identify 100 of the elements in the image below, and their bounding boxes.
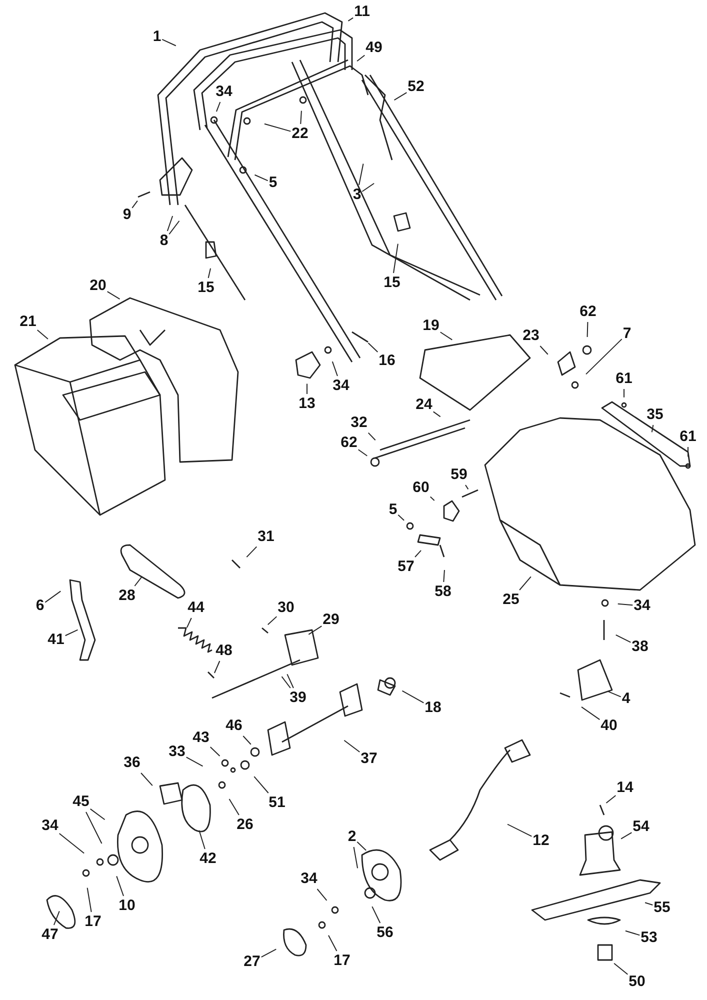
leader-line (372, 906, 381, 924)
leader-line (254, 174, 268, 182)
leader-line (368, 432, 376, 441)
callout-number: 58 (434, 583, 452, 601)
callout-number: 16 (378, 352, 396, 370)
callout-number: 51 (268, 794, 286, 812)
leader-line (393, 243, 398, 274)
leader-line (36, 329, 48, 340)
leader-line (286, 674, 294, 688)
callout-number: 34 (332, 377, 350, 395)
leader-line (356, 841, 367, 851)
callout-number: 40 (600, 717, 618, 735)
leader-line (581, 706, 600, 720)
callout-number: 42 (200, 850, 216, 868)
callout-number: 56 (376, 924, 394, 942)
callout-number: 34 (634, 597, 650, 615)
callout-number: 20 (90, 277, 106, 295)
callout-number: 45 (72, 793, 90, 811)
leader-line (267, 616, 278, 626)
callout-number: 15 (198, 279, 214, 297)
callout-number: 29 (322, 611, 340, 629)
leader-line (614, 962, 628, 975)
leader-line (586, 338, 622, 375)
leader-line (620, 832, 632, 840)
leader-line (281, 676, 291, 688)
leader-line (186, 618, 192, 628)
callout-number: 62 (580, 303, 596, 321)
callout-number: 47 (42, 926, 58, 944)
leader-line (106, 291, 120, 300)
leader-line (260, 948, 277, 958)
leader-line (306, 383, 308, 394)
leader-line (44, 590, 62, 603)
leader-line (162, 38, 176, 46)
leader-line (507, 824, 532, 837)
leader-line (464, 484, 469, 490)
callout-number: 6 (36, 597, 44, 615)
leader-line (316, 888, 328, 901)
callout-number: 5 (388, 501, 398, 519)
callout-number: 4 (622, 690, 630, 708)
callout-number: 17 (334, 952, 350, 970)
leader-line (519, 576, 532, 590)
callout-number: 59 (450, 466, 468, 484)
leader-line (116, 876, 124, 896)
leader-line (53, 910, 60, 926)
callout-number: 39 (290, 689, 306, 707)
leader-line (86, 812, 102, 844)
callout-number: 3 (352, 186, 362, 204)
callout-number: 61 (616, 370, 632, 388)
callout-number: 23 (522, 327, 540, 345)
leader-line (90, 808, 106, 820)
callout-number: 41 (48, 631, 64, 649)
callout-number: 57 (398, 558, 414, 576)
leader-line (246, 546, 258, 558)
callout-number: 53 (640, 929, 658, 947)
callout-number: 50 (628, 973, 646, 991)
leader-line (540, 346, 548, 355)
callout-number: 11 (354, 3, 370, 21)
leader-line (264, 123, 292, 132)
leader-line (617, 603, 634, 606)
callout-number: 10 (118, 897, 136, 915)
leader-line (394, 92, 408, 101)
leader-line (64, 629, 78, 636)
leader-line (362, 182, 375, 192)
leader-line (300, 110, 302, 124)
callout-number: 17 (84, 913, 102, 931)
callout-number: 60 (412, 479, 430, 497)
leader-line (198, 830, 206, 850)
callout-number: 21 (20, 313, 36, 331)
leader-line (208, 268, 212, 278)
leader-line (214, 660, 220, 674)
callout-number: 46 (226, 717, 242, 735)
callout-number: 27 (244, 953, 260, 971)
callout-number: 43 (192, 729, 210, 747)
callout-number: 14 (616, 779, 634, 797)
leader-line (328, 934, 338, 952)
leader-line (58, 832, 85, 854)
leader-line (440, 332, 453, 340)
leader-line (586, 322, 588, 338)
callout-number: 37 (360, 750, 378, 768)
callout-number: 22 (292, 125, 308, 143)
leader-line (216, 102, 221, 112)
leader-line (615, 634, 632, 643)
callout-number: 19 (422, 317, 440, 335)
leader-line (608, 691, 622, 698)
leader-line (651, 424, 654, 433)
callout-number: 13 (298, 395, 316, 413)
callout-number: 49 (366, 39, 382, 57)
leader-line (606, 794, 616, 804)
callout-number: 26 (236, 816, 254, 834)
leader-line (430, 496, 435, 501)
leader-line (348, 17, 354, 22)
callout-number: 25 (502, 591, 520, 609)
leader-line (254, 776, 269, 794)
callout-number: 7 (622, 325, 632, 343)
callout-number: 32 (350, 414, 368, 432)
leader-line (332, 361, 338, 376)
callout-number: 36 (124, 754, 140, 772)
callout-number: 34 (42, 817, 58, 835)
leader-line (414, 550, 422, 558)
callout-number: 33 (168, 743, 186, 761)
